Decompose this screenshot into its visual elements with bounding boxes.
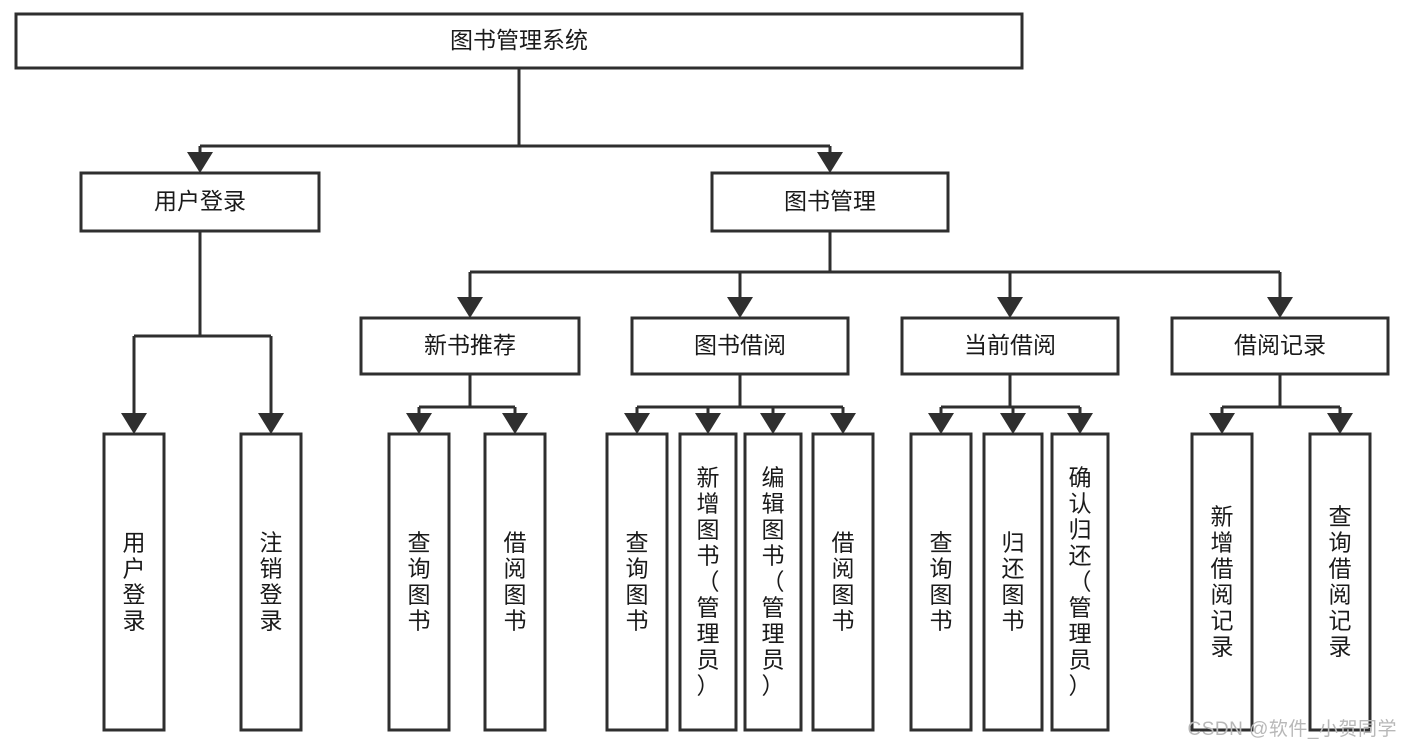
node-label: 当前借阅 bbox=[964, 332, 1056, 358]
node-box bbox=[1170, 316, 1390, 376]
node-label: 图书管理 bbox=[784, 188, 876, 214]
node-borrow-record[interactable]: 借阅记录 bbox=[1170, 316, 1390, 376]
node-book-borrow[interactable]: 图书借阅 bbox=[630, 316, 850, 376]
node-leaf-borrow-book-bor[interactable]: 借阅图书 bbox=[811, 432, 875, 732]
node-box bbox=[1050, 432, 1110, 732]
arrow-down-icon-leaf-confirm-return bbox=[1067, 413, 1093, 434]
node-label: 编辑图书（管理员） bbox=[762, 464, 785, 698]
arrow-down-icon-leaf-return-book bbox=[1000, 413, 1026, 434]
node-leaf-edit-book[interactable]: 编辑图书（管理员） bbox=[743, 432, 803, 732]
watermark-text: CSDN @软件_小贺同学 bbox=[1187, 719, 1397, 740]
node-label: 用户登录 bbox=[123, 529, 146, 633]
node-leaf-borrow-book-rec[interactable]: 借阅图书 bbox=[483, 432, 547, 732]
node-leaf-add-book[interactable]: 新增图书（管理员） bbox=[678, 432, 738, 732]
arrow-down-icon-book-borrow bbox=[727, 297, 753, 318]
node-root[interactable]: 图书管理系统 bbox=[14, 12, 1024, 70]
node-box bbox=[743, 432, 803, 732]
arrow-down-icon-new-book-recommend bbox=[457, 297, 483, 318]
node-label: 借阅图书 bbox=[832, 529, 855, 633]
node-box bbox=[710, 171, 950, 233]
node-label: 借阅图书 bbox=[504, 529, 527, 633]
node-label: 查询图书 bbox=[408, 529, 431, 633]
node-label: 注销登录 bbox=[260, 529, 283, 633]
node-box bbox=[102, 432, 166, 732]
node-label: 新书推荐 bbox=[424, 332, 516, 358]
arrow-down-icon-leaf-query-book-bor bbox=[624, 413, 650, 434]
arrow-down-icon-current-borrow bbox=[997, 297, 1023, 318]
node-label: 查询图书 bbox=[930, 529, 953, 633]
node-box bbox=[900, 316, 1120, 376]
arrow-down-icon-user-login bbox=[187, 152, 213, 173]
node-label: 确认归还（管理员） bbox=[1069, 464, 1092, 698]
node-box bbox=[678, 432, 738, 732]
arrow-down-icon-borrow-record bbox=[1267, 297, 1293, 318]
node-user-login[interactable]: 用户登录 bbox=[79, 171, 321, 233]
node-box bbox=[1190, 432, 1254, 732]
node-box bbox=[982, 432, 1044, 732]
node-label: 借阅记录 bbox=[1234, 332, 1326, 358]
node-box bbox=[909, 432, 973, 732]
node-label: 图书借阅 bbox=[694, 332, 786, 358]
arrow-down-icon-leaf-user-login bbox=[121, 413, 147, 434]
node-leaf-query-book-cur[interactable]: 查询图书 bbox=[909, 432, 973, 732]
node-box bbox=[14, 12, 1024, 70]
node-label: 图书管理系统 bbox=[450, 27, 588, 53]
nodes-layer: 图书管理系统用户登录图书管理新书推荐图书借阅当前借阅借阅记录用户登录注销登录查询… bbox=[14, 12, 1390, 732]
node-new-book-recommend[interactable]: 新书推荐 bbox=[359, 316, 581, 376]
node-box bbox=[605, 432, 669, 732]
node-box bbox=[811, 432, 875, 732]
arrow-down-icon-leaf-add-record bbox=[1209, 413, 1235, 434]
node-leaf-return-book[interactable]: 归还图书 bbox=[982, 432, 1044, 732]
node-label: 查询借阅记录 bbox=[1329, 503, 1352, 659]
node-leaf-add-record[interactable]: 新增借阅记录 bbox=[1190, 432, 1254, 732]
arrow-down-icon-leaf-add-book bbox=[695, 413, 721, 434]
arrow-down-icon-leaf-query-book-rec bbox=[406, 413, 432, 434]
arrow-down-icon-leaf-borrow-book-bor bbox=[830, 413, 856, 434]
node-leaf-user-login[interactable]: 用户登录 bbox=[102, 432, 166, 732]
node-leaf-query-book-bor[interactable]: 查询图书 bbox=[605, 432, 669, 732]
arrow-down-icon-leaf-query-record bbox=[1327, 413, 1353, 434]
node-box bbox=[239, 432, 303, 732]
node-label: 新增借阅记录 bbox=[1211, 503, 1234, 659]
arrow-down-icon-leaf-query-book-cur bbox=[928, 413, 954, 434]
node-box bbox=[630, 316, 850, 376]
node-box bbox=[387, 432, 451, 732]
arrow-down-icon-leaf-borrow-book-rec bbox=[502, 413, 528, 434]
arrow-down-icon-leaf-logout bbox=[258, 413, 284, 434]
node-leaf-logout[interactable]: 注销登录 bbox=[239, 432, 303, 732]
node-box bbox=[359, 316, 581, 376]
node-box bbox=[79, 171, 321, 233]
node-current-borrow[interactable]: 当前借阅 bbox=[900, 316, 1120, 376]
node-label: 归还图书 bbox=[1002, 529, 1025, 633]
node-leaf-query-record[interactable]: 查询借阅记录 bbox=[1308, 432, 1372, 732]
node-label: 查询图书 bbox=[626, 529, 649, 633]
arrow-down-icon-book-manage bbox=[817, 152, 843, 173]
node-box bbox=[1308, 432, 1372, 732]
connectors-layer bbox=[121, 68, 1353, 434]
node-box bbox=[483, 432, 547, 732]
node-leaf-confirm-return[interactable]: 确认归还（管理员） bbox=[1050, 432, 1110, 732]
node-label: 用户登录 bbox=[154, 188, 246, 214]
node-book-manage[interactable]: 图书管理 bbox=[710, 171, 950, 233]
arrow-down-icon-leaf-edit-book bbox=[760, 413, 786, 434]
node-leaf-query-book-rec[interactable]: 查询图书 bbox=[387, 432, 451, 732]
node-label: 新增图书（管理员） bbox=[697, 464, 720, 698]
